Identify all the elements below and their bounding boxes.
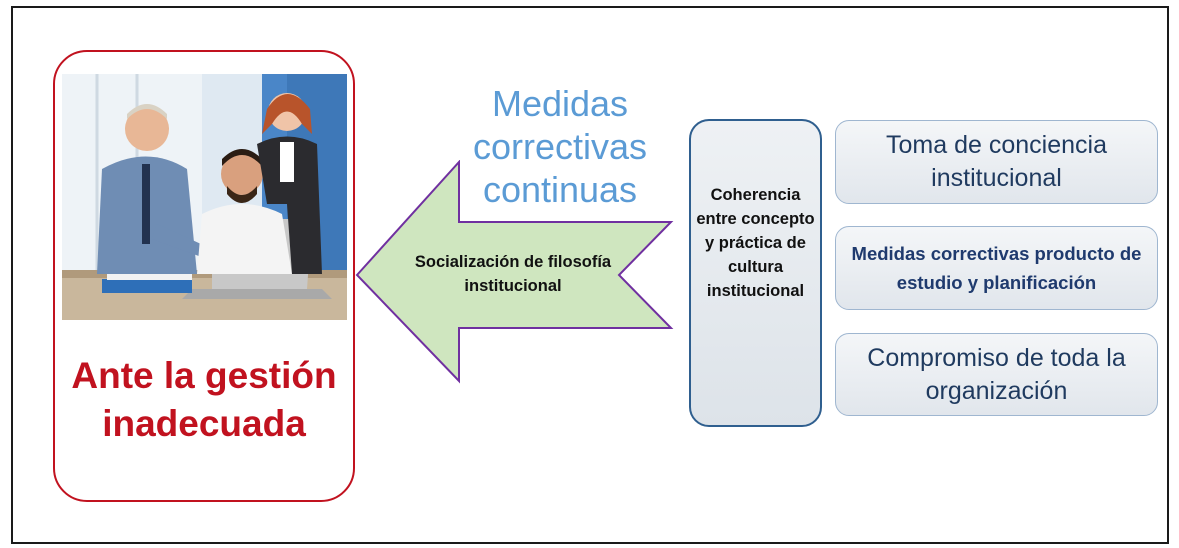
right-box-3: Compromiso de toda la organización bbox=[835, 333, 1158, 416]
arrow-label: Socialización de filosofía institucional bbox=[414, 253, 612, 295]
right-box-2: Medidas correctivas producto de estudio … bbox=[835, 226, 1158, 310]
right-box-1: Toma de conciencia institucional bbox=[835, 120, 1158, 204]
office-team-photo bbox=[62, 74, 347, 320]
center-box: Coherencia entre concepto y práctica de … bbox=[689, 119, 822, 427]
right-box-1-text: Toma de conciencia institucional bbox=[886, 131, 1107, 192]
right-box-2-text: Medidas correctivas producto de estudio … bbox=[851, 243, 1142, 293]
left-title: Ante la gestión inadecuada bbox=[71, 355, 337, 444]
arrow-shape bbox=[355, 159, 674, 384]
right-box-3-text: Compromiso de toda la organización bbox=[867, 343, 1126, 405]
center-text: Coherencia entre concepto y práctica de … bbox=[696, 186, 815, 300]
medidas-title: Medidas correctivas continuas bbox=[472, 83, 648, 210]
left-card: Ante la gestión inadecuada bbox=[53, 50, 355, 502]
left-arrow bbox=[355, 159, 675, 385]
